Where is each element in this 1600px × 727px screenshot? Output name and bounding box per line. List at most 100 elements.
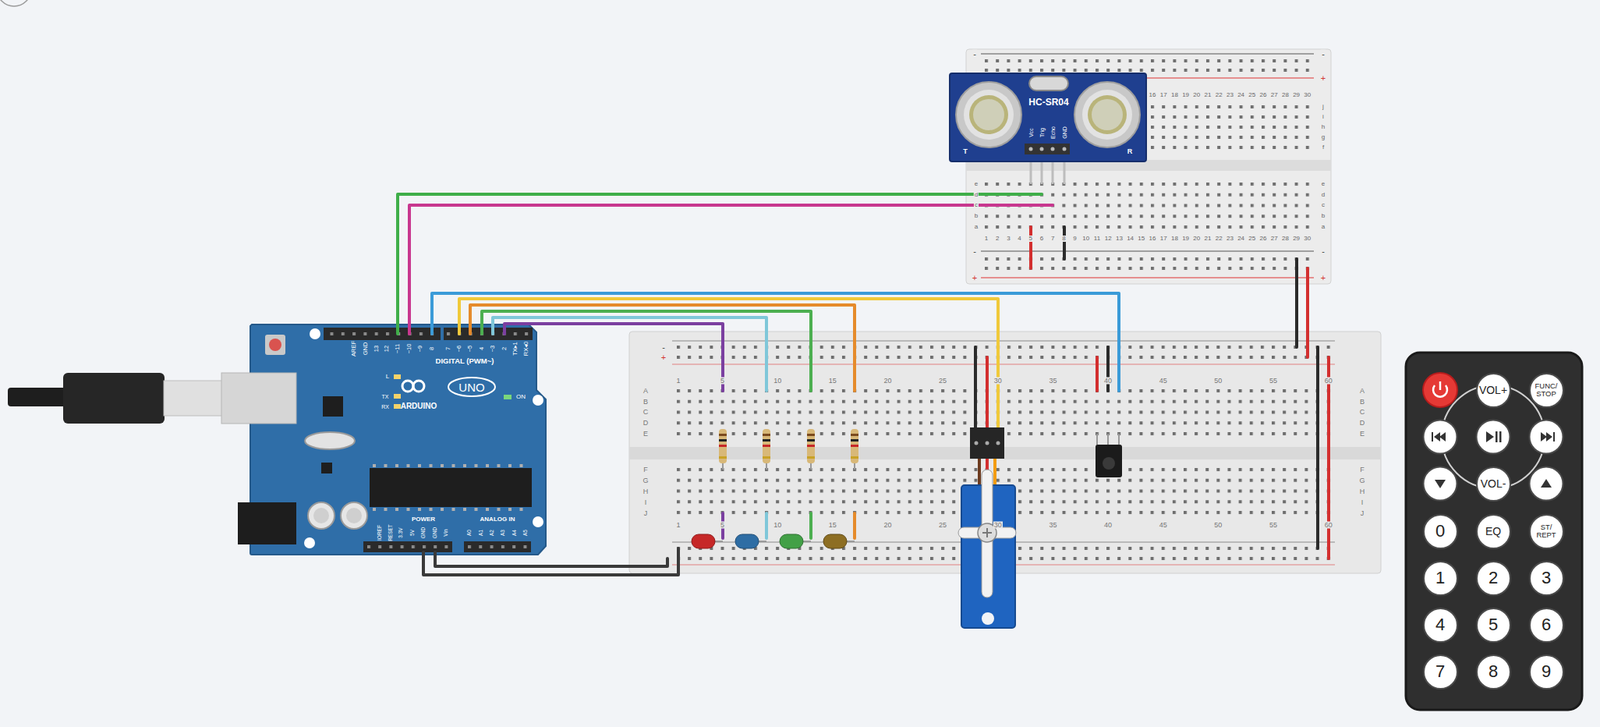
resistors-part	[850, 433, 859, 436]
jumper-wires-part	[1062, 226, 1066, 259]
rail-sign: -	[1320, 247, 1326, 256]
board-pin-label: GND	[421, 526, 427, 539]
arduino-board-part	[265, 334, 286, 355]
button-label: 1	[1435, 568, 1445, 587]
column-number: 25	[938, 521, 948, 529]
corner-mark	[0, 0, 32, 7]
board-pin-label: AREF	[350, 339, 358, 358]
board-pin-label: ~9	[417, 344, 424, 354]
ir-remote-part	[1529, 420, 1564, 454]
servo-motor-part	[974, 441, 979, 446]
column-number: 17	[1159, 92, 1169, 99]
column-number: 30	[1302, 235, 1312, 242]
row-letter: D	[1359, 419, 1367, 427]
rail-sign: +	[660, 353, 667, 362]
arduino-board-part	[323, 327, 441, 340]
column-number: 22	[1214, 235, 1224, 242]
arduino-board-part	[465, 545, 530, 549]
servo-motor-part	[996, 441, 1001, 446]
arduino-board-part	[443, 327, 533, 340]
column-number: 20	[1192, 92, 1201, 99]
arduino-board-part	[393, 374, 401, 379]
column-number: 23	[1225, 235, 1235, 242]
row-letter: i	[1321, 113, 1325, 121]
row-letter: C	[642, 408, 650, 416]
small-breadboard-part	[983, 255, 1313, 273]
row-letter: c	[973, 201, 979, 209]
button-label: 5	[1488, 615, 1498, 634]
remote-button: 5	[1476, 607, 1512, 643]
resistors	[718, 428, 859, 470]
remote-button: EQ	[1476, 513, 1512, 549]
column-number: 60	[1323, 377, 1334, 385]
column-number: 18	[1170, 92, 1179, 99]
servo-motor-part	[981, 469, 993, 598]
ir-remote-part	[1431, 431, 1434, 442]
remote-button: VOL+	[1476, 372, 1512, 408]
row-letter: a	[973, 223, 979, 231]
column-number: 29	[1292, 235, 1301, 242]
column-number: 15	[1136, 235, 1146, 242]
board-pin-label: 13	[373, 344, 380, 353]
ir-remote	[1405, 352, 1583, 710]
board-pin-label: RX	[380, 403, 390, 410]
column-number: 26	[1259, 235, 1268, 242]
servo-motor-part	[981, 612, 995, 625]
row-letter: A	[1359, 387, 1366, 395]
ir-remote-part	[1439, 431, 1446, 442]
column-number: 28	[1281, 92, 1290, 99]
row-letter: F	[642, 466, 649, 474]
jumper-wires-part	[1029, 226, 1033, 269]
row-letter: c	[1320, 201, 1326, 209]
resistors-part	[762, 438, 771, 442]
ultrasonic-sensor-part	[1074, 81, 1140, 148]
usb-cable-part	[63, 372, 165, 424]
column-number: 2	[994, 235, 1000, 242]
column-number: 27	[1270, 235, 1279, 242]
arduino-board-part	[326, 332, 439, 336]
arduino-board	[221, 324, 546, 555]
ultrasonic-sensor-part	[1062, 147, 1067, 152]
board-pin-label: ARDUINO	[400, 402, 439, 411]
arduino-board-part	[532, 516, 544, 528]
column-number: 24	[1236, 235, 1246, 242]
main-breadboard-part	[672, 340, 1335, 342]
resistors-part	[807, 433, 815, 436]
column-number: 22	[1214, 92, 1224, 99]
column-number: 15	[828, 377, 838, 385]
column-number: 23	[1225, 92, 1235, 99]
ultrasonic-sensor-part	[949, 73, 1147, 162]
arduino-board-part	[393, 393, 401, 399]
resistors-part	[762, 444, 771, 447]
column-number: 27	[1270, 92, 1279, 99]
column-number: 7	[1050, 235, 1055, 242]
main-breadboard-part	[675, 343, 1332, 362]
ultrasonic-sensor-part	[1087, 95, 1127, 135]
board-pin-label: ~6	[456, 344, 463, 354]
board-pin-label: Vin	[443, 527, 450, 537]
board-pin-label: ~5	[467, 344, 474, 354]
column-number: 4	[1016, 235, 1022, 242]
board-pin-label: GND	[432, 526, 439, 539]
board-pin-label: A4	[512, 528, 518, 537]
column-number: 25	[938, 377, 948, 385]
column-number: 14	[1125, 235, 1135, 242]
arduino-board-part	[402, 380, 414, 392]
transducer-label: T	[962, 148, 969, 156]
ir-remote-part	[1405, 352, 1583, 710]
column-number: 24	[1236, 92, 1246, 99]
resistors-part	[807, 438, 815, 442]
ultrasonic-sensor	[949, 73, 1147, 185]
button-label: EQ	[1485, 525, 1501, 538]
column-number: 1	[984, 235, 989, 242]
column-number: 25	[1247, 92, 1257, 99]
usb-cable	[7, 372, 224, 424]
arduino-board-part	[309, 328, 321, 340]
board-pin-label: A3	[500, 528, 507, 537]
column-number: 12	[1104, 235, 1113, 242]
remote-button: 2	[1476, 560, 1512, 596]
resistors-part	[807, 428, 815, 464]
arduino-board-part	[463, 541, 531, 553]
row-letter: h	[1320, 123, 1326, 131]
row-letter: B	[1359, 398, 1366, 406]
